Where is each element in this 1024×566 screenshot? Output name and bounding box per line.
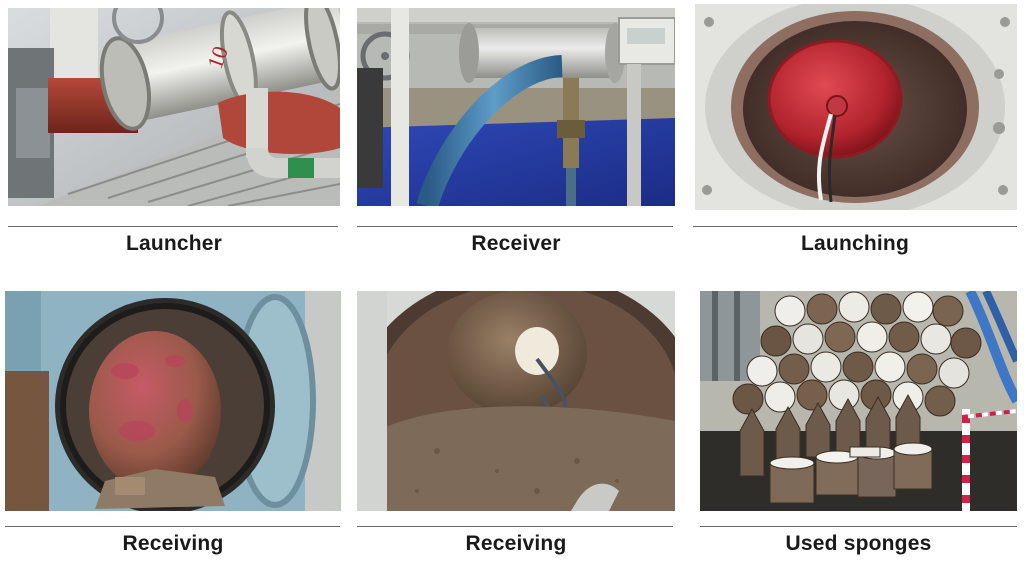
photo-used-sponges xyxy=(700,291,1017,511)
caption-launching: Launching xyxy=(801,232,909,255)
photo-receiving-barrel xyxy=(357,291,675,511)
caption-receiving-2: Receiving xyxy=(465,532,567,555)
caption-receiving-1: Receiving xyxy=(122,532,224,555)
caption-rule xyxy=(5,526,340,527)
photo-launching xyxy=(695,4,1017,210)
photo-launcher: 10 xyxy=(8,8,340,206)
caption-rule xyxy=(700,526,1017,527)
caption-used-sponges: Used sponges xyxy=(785,532,932,555)
photo-receiver xyxy=(357,8,675,206)
caption-rule xyxy=(693,226,1017,227)
caption-receiver: Receiver xyxy=(471,232,561,255)
photo-receiving-pig xyxy=(5,291,341,511)
caption-rule xyxy=(8,226,338,227)
caption-rule xyxy=(357,226,673,227)
caption-rule xyxy=(357,526,673,527)
caption-launcher: Launcher xyxy=(125,232,223,255)
